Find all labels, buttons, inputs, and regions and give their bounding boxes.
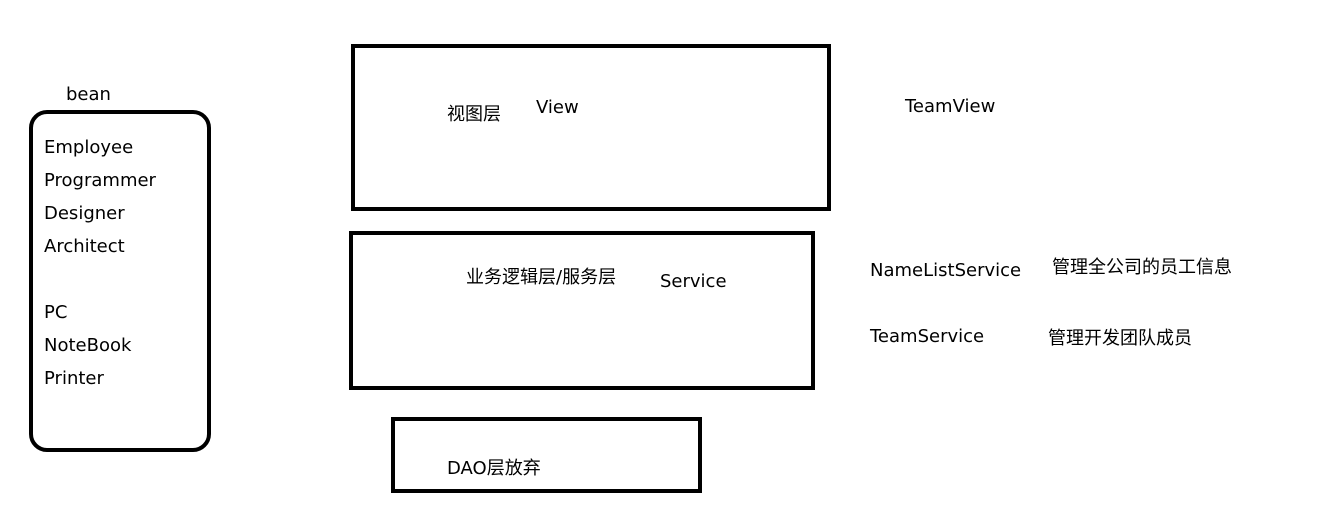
bean-title: bean	[66, 84, 111, 105]
bean-item-printer: Printer	[44, 368, 104, 389]
bean-box	[29, 110, 211, 452]
team-service-class: TeamService	[870, 326, 985, 347]
bean-item-notebook: NoteBook	[44, 335, 132, 356]
namelist-service-class: NameListService	[870, 260, 1022, 281]
bean-item-designer: Designer	[44, 203, 125, 224]
service-layer-box	[349, 231, 815, 390]
service-layer-label-cn: 业务逻辑层/服务层	[466, 267, 617, 288]
bean-item-architect: Architect	[44, 236, 125, 257]
view-layer-box	[351, 44, 831, 211]
team-view-class: TeamView	[905, 96, 996, 117]
service-layer-label-en: Service	[660, 271, 727, 292]
namelist-service-desc: 管理全公司的员工信息	[1052, 257, 1232, 278]
bean-item-employee: Employee	[44, 137, 134, 158]
bean-item-programmer: Programmer	[44, 170, 156, 191]
bean-item-pc: PC	[44, 302, 68, 323]
team-service-desc: 管理开发团队成员	[1048, 328, 1192, 349]
view-layer-label-cn: 视图层	[447, 104, 501, 125]
view-layer-label-en: View	[536, 97, 579, 118]
dao-layer-label: DAO层放弃	[447, 458, 541, 479]
dao-layer-box	[391, 417, 702, 493]
